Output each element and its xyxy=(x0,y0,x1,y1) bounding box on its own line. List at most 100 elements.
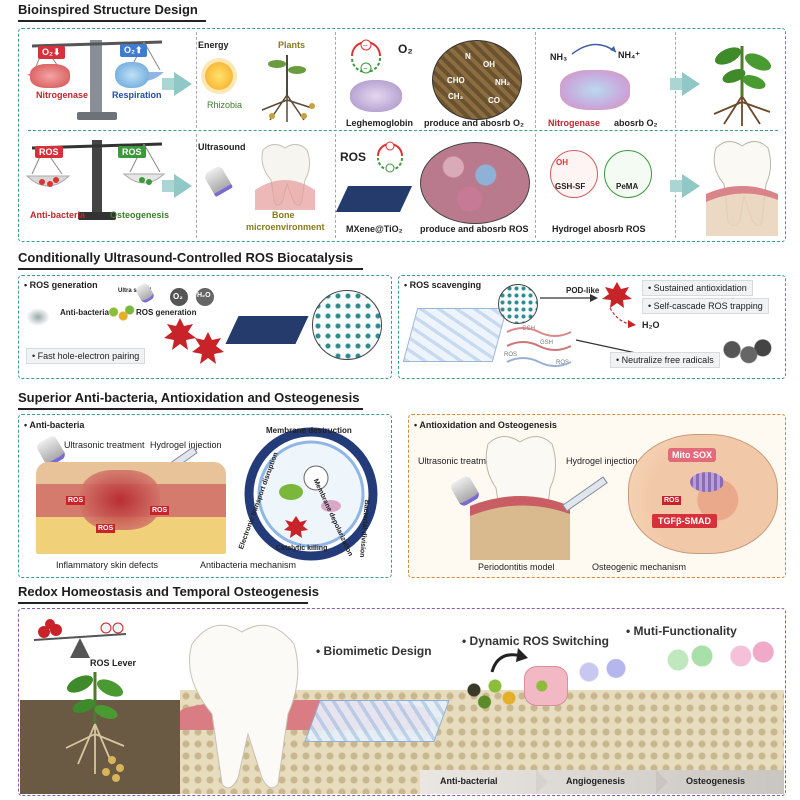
ros-scavenging-title: • ROS scavenging xyxy=(404,280,482,290)
free-radicals-cluster xyxy=(718,336,774,370)
ros-marker-2: ROS xyxy=(96,524,116,533)
osteogenesis-label: Osteogenesis xyxy=(110,210,170,220)
ros-label: ROS xyxy=(340,150,367,164)
section3-title: Superior Anti-bacteria, Antioxidation an… xyxy=(18,390,360,405)
ros-generation-title: • ROS generation xyxy=(24,280,98,290)
healthy-tooth-icon xyxy=(706,141,778,236)
mxene-bacteria-cluster xyxy=(460,674,530,714)
stage-anti-bacterial: Anti-bacterial xyxy=(440,776,498,786)
section1-panel xyxy=(18,28,786,242)
o2-sphere-label: O₂ xyxy=(173,292,183,301)
redox-cycle-icon: − − xyxy=(351,39,381,74)
lever-scale-icon xyxy=(33,619,127,658)
h2o2-burst-icon xyxy=(602,282,632,308)
stage-divider-1 xyxy=(536,770,548,794)
gsh-tag-2: GSH xyxy=(540,340,554,346)
arrow-3-head xyxy=(174,174,192,198)
mxene-sheet-small xyxy=(225,316,309,344)
antibacteria-mechanism-label: Antibacteria mechanism xyxy=(200,560,297,570)
mxene-sheet xyxy=(335,186,413,212)
pod-like-label: POD-like xyxy=(566,286,600,295)
ros-cycle-icon xyxy=(377,141,403,173)
ros-badge-right: ROS xyxy=(118,146,146,158)
hydrogel-absorb-label: Hydrogel abosrb ROS xyxy=(552,224,646,234)
dynamic-label: • Dynamic ROS Switching xyxy=(462,634,609,648)
pema-circle xyxy=(604,150,652,198)
pink-cell-cluster xyxy=(524,666,568,706)
rhizobia-label: Rhizobia xyxy=(207,100,243,110)
self-cascade-box: • Self-cascade ROS trapping xyxy=(642,298,769,314)
anti-bacteria-panel-title: • Anti-bacteria xyxy=(24,420,85,430)
inflammatory-label: Inflammatory skin defects xyxy=(56,560,159,570)
ultrasound-small-label: Ultra sound xyxy=(118,288,152,294)
ros-lever-label: ROS Lever xyxy=(90,658,137,668)
periodontitis-label: Periodontitis model xyxy=(478,562,555,572)
ros-tag-2: ROS xyxy=(556,360,570,366)
hydrogel-patch xyxy=(304,700,450,742)
lattice-zoom-circle xyxy=(312,290,382,360)
nitrogenase-molecule xyxy=(30,64,70,88)
respiration-molecule xyxy=(115,62,149,88)
ros-chains-icon xyxy=(506,327,572,367)
o2-down-badge: O₂⬇ xyxy=(38,46,65,59)
sun-icon xyxy=(205,62,233,90)
pink-cells xyxy=(724,636,780,676)
infected-wound xyxy=(80,470,160,530)
stage-osteogenesis: Osteogenesis xyxy=(686,776,746,786)
neutralize-box: • Neutralize free radicals xyxy=(610,352,720,368)
chip-cho-label: CHO xyxy=(447,76,465,85)
fast-pairing-box: • Fast hole-electron pairing xyxy=(26,348,146,364)
leghemoglobin-protein xyxy=(350,80,402,112)
biomimetic-label: • Biomimetic Design xyxy=(316,644,432,658)
arrow-2 xyxy=(670,78,684,90)
section3-underline xyxy=(18,408,363,410)
anti-bacteria-panel xyxy=(18,414,392,578)
respiration-label: Respiration xyxy=(112,90,162,100)
green-cells xyxy=(660,640,720,680)
tio2-sphere-cluster xyxy=(420,142,530,224)
ultrasonic-treatment-label: Ultrasonic treatment xyxy=(64,440,145,450)
chip-nh2-label: NH₂ xyxy=(495,78,511,87)
ros-marker-3: ROS xyxy=(150,506,170,515)
section1-underline xyxy=(18,20,206,22)
bacteria-cluster-icon xyxy=(104,304,136,324)
ultrasound-label: Ultrasound xyxy=(198,142,246,152)
tooth-icon xyxy=(255,144,315,210)
section1-title: Bioinspired Structure Design xyxy=(18,2,198,17)
plants-label: Plants xyxy=(278,40,306,50)
hydrogel-injection-label-2: Hydrogel injection xyxy=(566,456,638,466)
bacteria-debris-icon xyxy=(26,308,50,326)
ros-tag-1: ROS xyxy=(504,352,518,358)
ros-small-marker: ROS xyxy=(662,496,682,505)
multi-label: • Muti-Functionality xyxy=(626,624,737,638)
produce-absorb-ros-label: produce and abosrb ROS xyxy=(420,224,529,234)
h2o-out-label: H₂O xyxy=(642,320,660,330)
mxene-chip-circle xyxy=(432,40,522,120)
stage-divider-2 xyxy=(656,770,668,794)
periodontitis-tooth xyxy=(470,436,570,560)
nitrogenase-protein xyxy=(560,70,630,110)
svg-text:−: − xyxy=(363,64,368,73)
arrow-4 xyxy=(670,180,684,192)
tgf-smad-badge: TGFβ-SMAD xyxy=(652,514,717,528)
nh3-label: NH₃ xyxy=(550,52,568,62)
lattice-zoom-small xyxy=(498,284,538,324)
anti-bacteria-label: Anti-bacteria xyxy=(30,210,86,220)
mechanism-ring xyxy=(244,427,378,561)
mitochondria-icon xyxy=(690,472,724,492)
section4-underline xyxy=(18,602,308,604)
big-tooth-icon xyxy=(189,624,299,789)
ros-generation-label: ROS generation xyxy=(136,308,197,317)
mxene-label: MXene@TiO₂ xyxy=(346,224,403,234)
ros-burst-icons xyxy=(164,318,224,364)
pema-label: PeMA xyxy=(616,182,639,191)
sprout-icon xyxy=(65,672,125,782)
o2-sphere xyxy=(170,288,188,306)
nh3-nh4-arrow xyxy=(571,43,617,55)
gsh-sf-label: GSH-SF xyxy=(555,182,586,191)
h2o-sphere xyxy=(196,288,214,306)
row2-cell-ultrasound xyxy=(196,134,336,238)
membrane-destruction-label: Membrane destruction xyxy=(266,426,352,435)
arrow-4-head xyxy=(682,174,700,198)
row1-cell-leghemoglobin xyxy=(336,32,536,128)
